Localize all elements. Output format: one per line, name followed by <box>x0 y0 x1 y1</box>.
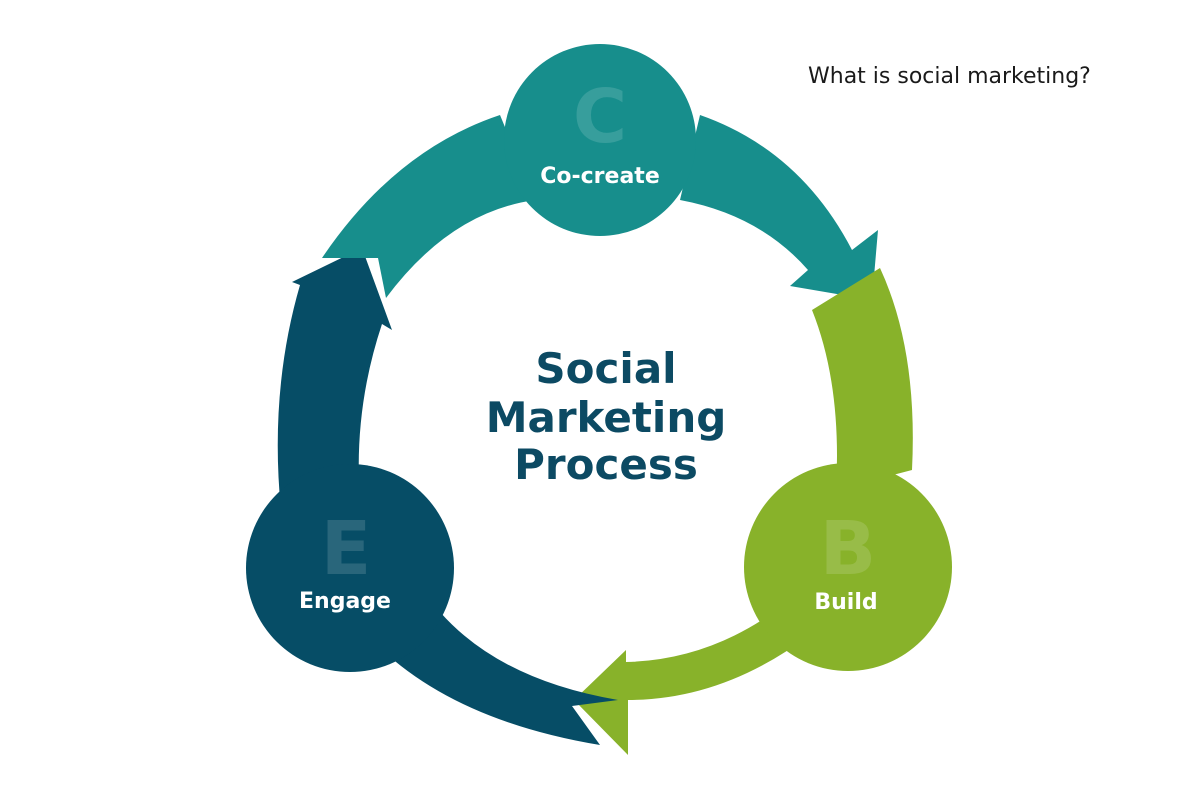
build-letter: B <box>820 506 876 592</box>
build-circle <box>744 463 952 671</box>
co-create-arrow <box>322 115 535 298</box>
caption: What is social marketing? <box>808 64 1091 89</box>
engage-arrow-bottom <box>372 612 618 745</box>
engage-circle <box>246 464 454 672</box>
center-title-line2: Marketing <box>486 393 727 442</box>
center-title-line3: Process <box>514 440 698 489</box>
co-create-circle <box>504 44 696 236</box>
engage-letter: E <box>321 506 372 592</box>
build-arrow <box>812 268 913 490</box>
engage-label: Engage <box>299 589 391 614</box>
build-label: Build <box>814 590 877 615</box>
co-create-label: Co-create <box>540 164 660 189</box>
center-title-line1: Social <box>535 344 676 393</box>
co-create-letter: C <box>573 74 627 160</box>
engage-arrow <box>277 248 392 520</box>
co-create-arrow-right <box>680 115 878 300</box>
